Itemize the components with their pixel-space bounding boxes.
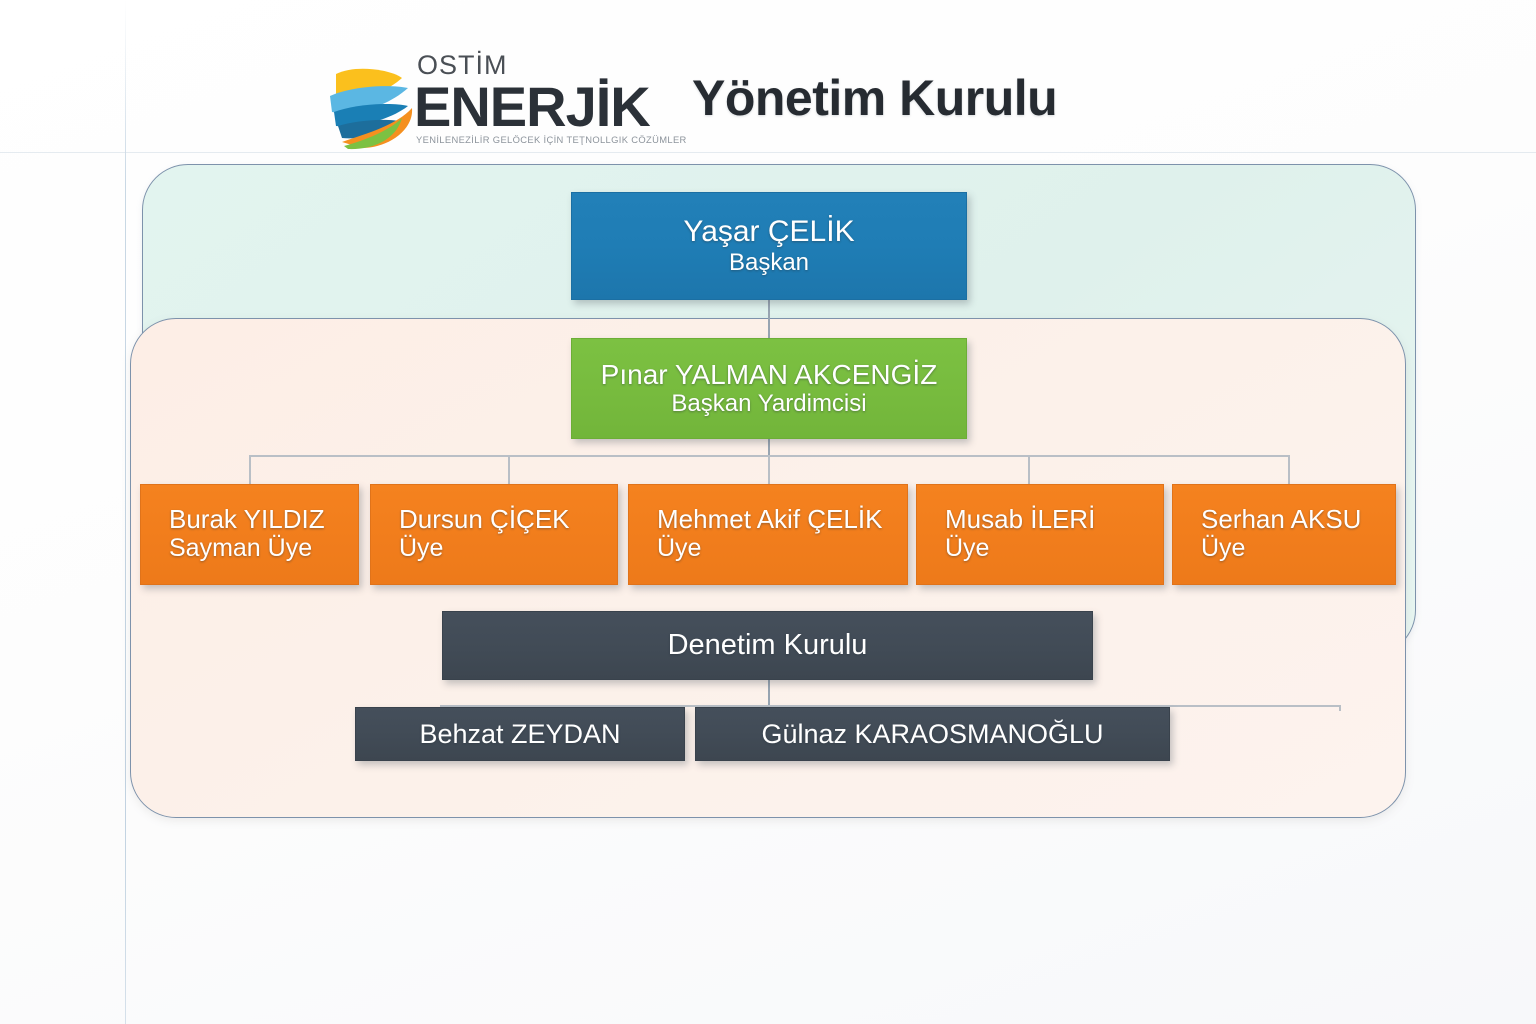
node-president[interactable]: Yaşar ÇELİK Başkan [571, 192, 967, 300]
member-3-role: Üye [657, 534, 702, 563]
vice-president-role: Başkan Yardimcisi [671, 390, 867, 418]
member-4-role: Üye [945, 534, 990, 563]
logo-ostim-text: OSTİM [417, 50, 508, 80]
connector-vice-drop [768, 439, 770, 456]
member-5-role: Üye [1201, 534, 1246, 563]
connector-member-drop-4 [1028, 455, 1030, 484]
connector-audit-bus [440, 705, 1340, 707]
page-title: Yönetim Kurulu [692, 70, 1058, 126]
audit-member-2-name: Gülnaz KARAOSMANOĞLU [761, 718, 1104, 749]
node-vice-president[interactable]: Pınar YALMAN AKCENGİZ Başkan Yardimcisi [571, 338, 967, 439]
node-audit-member-1[interactable]: Behzat ZEYDAN [355, 707, 685, 761]
company-logo: OSTİM ENERJİK YENİLENEZİLİR GELÖCEK İÇİN… [322, 50, 687, 156]
logo-wordmark: OSTİM ENERJİK YENİLENEZİLİR GELÖCEK İÇİN… [414, 50, 687, 146]
audit-member-1-name: Behzat ZEYDAN [419, 718, 621, 749]
node-member-3[interactable]: Mehmet Akif ÇELİK Üye [628, 484, 908, 585]
president-name: Yaşar ÇELİK [683, 215, 855, 249]
audit-board-title: Denetim Kurulu [667, 629, 868, 662]
member-2-name: Dursun ÇİÇEK [399, 504, 570, 535]
node-member-1[interactable]: Burak YILDIZ Sayman Üye [140, 484, 359, 585]
node-member-4[interactable]: Musab İLERİ Üye [916, 484, 1164, 585]
president-role: Başkan [728, 248, 810, 276]
connector-member-drop-5 [1288, 455, 1290, 484]
member-5-name: Serhan AKSU [1201, 504, 1362, 535]
member-4-name: Musab İLERİ [945, 504, 1096, 535]
page-guide-line-vertical [125, 0, 126, 1024]
member-1-role: Sayman Üye [169, 534, 313, 563]
member-1-name: Burak YILDIZ [169, 504, 325, 535]
node-member-2[interactable]: Dursun ÇİÇEK Üye [370, 484, 618, 585]
connector-member-drop-3 [768, 455, 770, 484]
node-audit-board[interactable]: Denetim Kurulu [442, 611, 1093, 680]
globe-swoosh-icon [330, 68, 413, 150]
connector-president-vice [768, 300, 770, 338]
connector-member-drop-1 [249, 455, 251, 484]
vice-president-name: Pınar YALMAN AKCENGİZ [600, 358, 938, 390]
connector-audit-drop [768, 680, 770, 707]
member-2-role: Üye [399, 534, 444, 563]
connector-member-drop-2 [508, 455, 510, 484]
node-member-5[interactable]: Serhan AKSU Üye [1172, 484, 1396, 585]
node-audit-member-2[interactable]: Gülnaz KARAOSMANOĞLU [695, 707, 1170, 761]
header: OSTİM ENERJİK YENİLENEZİLİR GELÖCEK İÇİN… [322, 50, 1058, 156]
logo-slogan-text: YENİLENEZİLİR GELÖCEK İÇİN TEŢNOLLGIK CÖ… [416, 134, 687, 146]
member-3-name: Mehmet Akif ÇELİK [657, 504, 883, 535]
connector-audit-member-drop-2 [1339, 705, 1341, 711]
page-guide-line-horizontal [0, 152, 1536, 153]
logo-enerjik-text: ENERJİK [414, 75, 651, 138]
